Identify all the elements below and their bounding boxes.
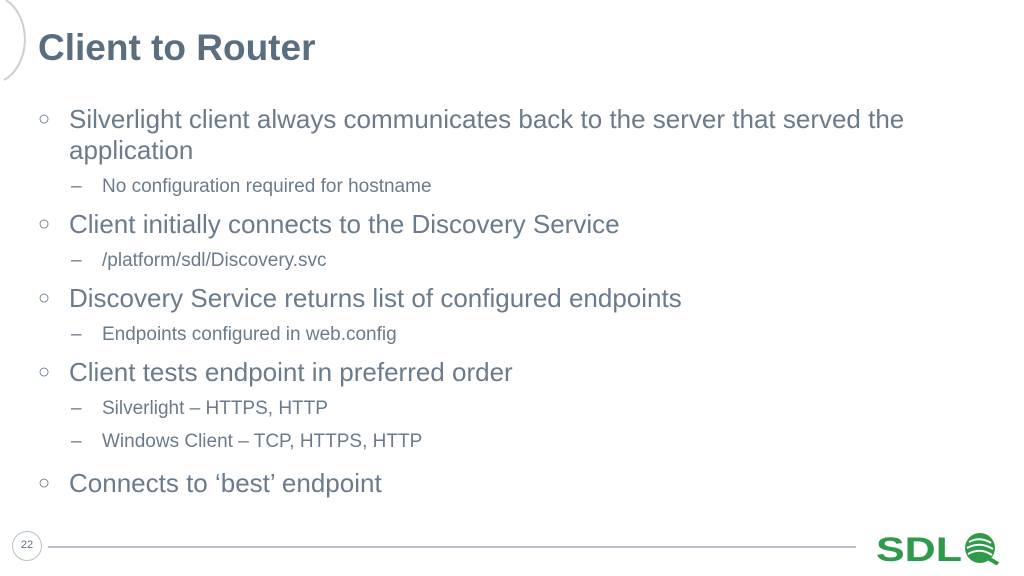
bullet-marker: ○ bbox=[38, 213, 51, 235]
bullet-marker: ○ bbox=[38, 472, 51, 494]
sub-bullet-marker: – bbox=[71, 324, 82, 345]
bullet-text: Client tests endpoint in preferred order bbox=[69, 357, 513, 387]
sub-bullet-marker: – bbox=[71, 176, 82, 197]
bullet-text: Client initially connects to the Discove… bbox=[69, 209, 620, 239]
bullet-item: ○ Client initially connects to the Disco… bbox=[38, 209, 958, 240]
bullet-item: ○ Connects to ‘best’ endpoint bbox=[38, 468, 958, 499]
sub-bullet-item: – Windows Client – TCP, HTTPS, HTTP bbox=[38, 430, 958, 454]
sub-bullet-marker: – bbox=[71, 250, 82, 271]
bullet-marker: ○ bbox=[38, 108, 51, 130]
sub-bullet-item: – Silverlight – HTTPS, HTTP bbox=[38, 397, 958, 421]
page-number: 22 bbox=[12, 531, 42, 561]
sub-bullet-text: Silverlight – HTTPS, HTTP bbox=[102, 398, 328, 419]
sub-bullet-item: – Endpoints configured in web.config bbox=[38, 323, 958, 347]
bullet-item: ○ Discovery Service returns list of conf… bbox=[38, 283, 958, 314]
bullet-marker: ○ bbox=[38, 287, 51, 309]
footer-rule bbox=[48, 546, 856, 548]
sub-bullet-item: – /platform/sdl/Discovery.svc bbox=[38, 249, 958, 273]
slide-title: Client to Router bbox=[38, 27, 316, 68]
sub-bullet-item: – No configuration required for hostname bbox=[38, 175, 958, 199]
sub-bullet-text: Endpoints configured in web.config bbox=[102, 324, 397, 345]
sub-bullet-marker: – bbox=[71, 431, 82, 452]
corner-arc-decoration bbox=[3, 0, 26, 81]
bullet-item: ○ Silverlight client always communicates… bbox=[38, 104, 958, 166]
logo-wordmark: SDL bbox=[876, 531, 962, 565]
bullet-marker: ○ bbox=[38, 361, 51, 383]
bullet-text: Discovery Service returns list of config… bbox=[69, 283, 682, 313]
sub-bullet-marker: – bbox=[71, 398, 82, 419]
sub-bullet-text: /platform/sdl/Discovery.svc bbox=[102, 250, 327, 271]
sub-bullet-text: No configuration required for hostname bbox=[102, 176, 432, 197]
bullet-text: Connects to ‘best’ endpoint bbox=[69, 468, 382, 498]
bullet-list: ○ Silverlight client always communicates… bbox=[38, 104, 958, 499]
bullet-text: Silverlight client always communicates b… bbox=[69, 104, 905, 165]
sdl-swirl-icon bbox=[965, 533, 1000, 565]
sdl-logo: SDL bbox=[876, 531, 1000, 565]
sub-bullet-text: Windows Client – TCP, HTTPS, HTTP bbox=[102, 431, 423, 452]
bullet-item: ○ Client tests endpoint in preferred ord… bbox=[38, 357, 958, 388]
